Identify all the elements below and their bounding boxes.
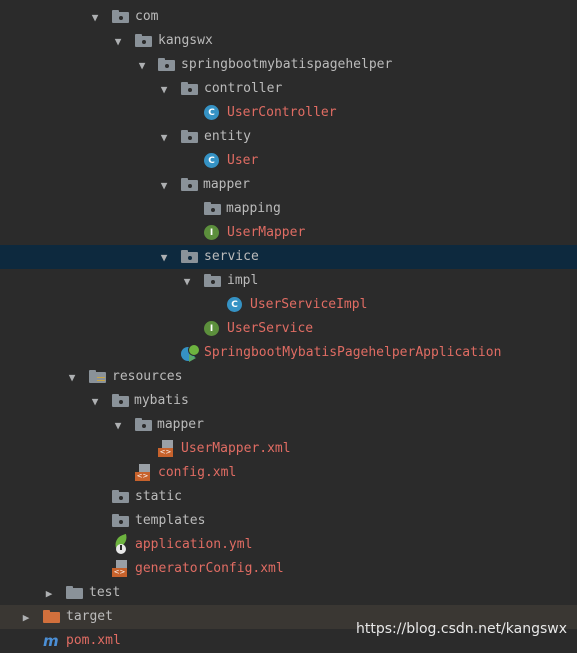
tree-row-pom[interactable]: m pom.xml	[0, 629, 577, 653]
tree-label: SpringbootMybatisPagehelperApplication	[204, 345, 502, 360]
xml-file-icon: <>	[135, 464, 151, 481]
tree-row-mapping[interactable]: mapping	[0, 197, 577, 221]
package-folder-icon	[135, 34, 152, 47]
tree-row-mapper[interactable]: ▼ mapper	[0, 173, 577, 197]
package-folder-icon	[112, 10, 129, 23]
expand-arrow-icon[interactable]: ▼	[91, 10, 99, 24]
package-folder-icon	[181, 178, 198, 191]
tree-row-service[interactable]: ▼ service	[0, 245, 577, 269]
package-folder-icon	[158, 58, 175, 71]
class-icon: C	[204, 153, 219, 168]
tree-label: UserMapper.xml	[181, 441, 291, 456]
package-folder-icon	[181, 250, 198, 263]
tree-row-entity[interactable]: ▼ entity	[0, 125, 577, 149]
tree-label: target	[66, 609, 113, 624]
tree-row-static[interactable]: static	[0, 485, 577, 509]
tree-label: config.xml	[158, 465, 237, 480]
tree-label: kangswx	[158, 33, 213, 48]
class-icon: C	[227, 297, 242, 312]
expand-arrow-icon[interactable]: ▼	[114, 418, 122, 432]
spring-boot-app-icon	[181, 344, 201, 363]
excluded-folder-icon	[43, 610, 60, 623]
tree-row-application-yml[interactable]: application.yml	[0, 533, 577, 557]
tree-row-resources-mapper[interactable]: ▼ mapper	[0, 413, 577, 437]
package-folder-icon	[181, 82, 198, 95]
tree-label: UserService	[227, 321, 314, 336]
resources-folder-icon	[89, 370, 106, 383]
tree-label: impl	[227, 273, 259, 288]
tree-row-springbootmybatispagehelper[interactable]: ▼ springbootmybatispagehelper	[0, 53, 577, 77]
tree-label: entity	[204, 129, 251, 144]
expand-arrow-icon[interactable]: ▼	[68, 370, 76, 384]
xml-file-icon: <>	[112, 560, 128, 577]
maven-icon: m	[43, 632, 59, 650]
tree-label: com	[135, 9, 159, 24]
xml-badge: <>	[158, 448, 173, 457]
package-folder-icon	[112, 490, 129, 503]
tree-label: mapper	[157, 417, 204, 432]
tree-label: mapper	[203, 177, 250, 192]
spring-yml-icon	[112, 533, 130, 554]
tree-row-user[interactable]: C User	[0, 149, 577, 173]
folder-icon	[66, 586, 83, 599]
expand-arrow-icon[interactable]: ▼	[91, 394, 99, 408]
tree-row-generator-config[interactable]: <> generatorConfig.xml	[0, 557, 577, 581]
package-folder-icon	[135, 418, 152, 431]
expand-arrow-icon[interactable]: ▼	[160, 250, 168, 264]
tree-label: application.yml	[135, 537, 253, 552]
tree-row-application[interactable]: SpringbootMybatisPagehelperApplication	[0, 341, 577, 365]
project-tree: ▼ com ▼ kangswx ▼ springbootmybatispageh…	[0, 5, 577, 653]
tree-row-user-mapper-xml[interactable]: <> UserMapper.xml	[0, 437, 577, 461]
tree-label: mapping	[226, 201, 281, 216]
expand-arrow-icon[interactable]: ▼	[138, 58, 146, 72]
class-icon: C	[204, 105, 219, 120]
tree-label: templates	[135, 513, 206, 528]
package-folder-icon	[204, 274, 221, 287]
interface-icon: I	[204, 225, 219, 240]
expand-arrow-icon[interactable]: ▼	[160, 82, 168, 96]
tree-label: resources	[112, 369, 183, 384]
package-folder-icon	[204, 202, 221, 215]
tree-row-resources[interactable]: ▼ resources	[0, 365, 577, 389]
xml-badge: <>	[135, 472, 150, 481]
tree-row-mybatis[interactable]: ▼ mybatis	[0, 389, 577, 413]
tree-row-impl[interactable]: ▼ impl	[0, 269, 577, 293]
expand-arrow-icon[interactable]: ▼	[160, 130, 168, 144]
tree-label: UserServiceImpl	[250, 297, 368, 312]
tree-row-target[interactable]: ▶ target	[0, 605, 577, 629]
expand-arrow-icon[interactable]: ▼	[183, 274, 191, 288]
tree-row-kangswx[interactable]: ▼ kangswx	[0, 29, 577, 53]
tree-label: mybatis	[134, 393, 189, 408]
tree-row-config-xml[interactable]: <> config.xml	[0, 461, 577, 485]
tree-row-user-mapper[interactable]: I UserMapper	[0, 221, 577, 245]
xml-badge: <>	[112, 568, 127, 577]
expand-arrow-icon[interactable]: ▼	[114, 34, 122, 48]
watermark: https://blog.csdn.net/kangswx	[356, 621, 567, 637]
tree-label: UserMapper	[227, 225, 306, 240]
tree-label: springbootmybatispagehelper	[181, 57, 393, 72]
tree-label: controller	[204, 81, 283, 96]
tree-row-com[interactable]: ▼ com	[0, 5, 577, 29]
tree-row-user-controller[interactable]: C UserController	[0, 101, 577, 125]
xml-file-icon: <>	[158, 440, 174, 457]
package-folder-icon	[112, 514, 129, 527]
package-folder-icon	[181, 130, 198, 143]
expand-arrow-icon[interactable]: ▼	[160, 178, 168, 192]
tree-row-test[interactable]: ▶ test	[0, 581, 577, 605]
tree-label: User	[227, 153, 259, 168]
tree-row-user-service[interactable]: I UserService	[0, 317, 577, 341]
package-folder-icon	[112, 394, 129, 407]
collapse-arrow-icon[interactable]: ▶	[22, 610, 30, 624]
tree-label: generatorConfig.xml	[135, 561, 284, 576]
tree-label: static	[135, 489, 182, 504]
tree-label: service	[204, 249, 259, 264]
tree-row-templates[interactable]: templates	[0, 509, 577, 533]
tree-label: pom.xml	[66, 633, 121, 648]
tree-label: test	[89, 585, 121, 600]
interface-icon: I	[204, 321, 219, 336]
tree-row-controller[interactable]: ▼ controller	[0, 77, 577, 101]
tree-label: UserController	[227, 105, 337, 120]
collapse-arrow-icon[interactable]: ▶	[45, 586, 53, 600]
tree-row-user-service-impl[interactable]: C UserServiceImpl	[0, 293, 577, 317]
